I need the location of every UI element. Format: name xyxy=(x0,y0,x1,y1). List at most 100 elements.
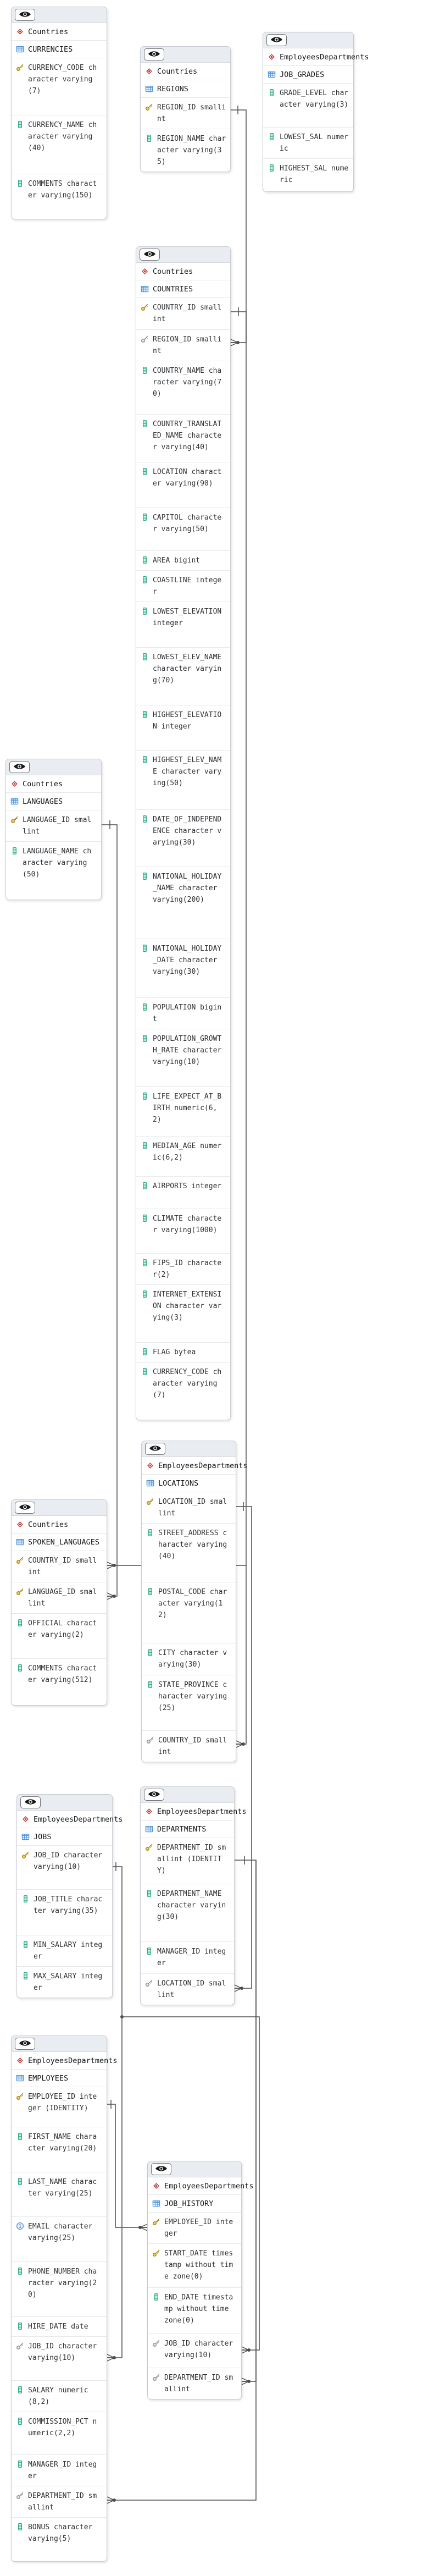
table-name-row: JOBS xyxy=(17,1828,112,1845)
field-text: LOCATION character varying(90) xyxy=(153,466,222,504)
visibility-eye-button[interactable] xyxy=(15,2038,35,2050)
column-icon xyxy=(16,2460,24,2482)
schema-name: Countries xyxy=(23,779,63,788)
table-node-REGIONS[interactable]: Countries REGIONS REGION_ID smallint REG… xyxy=(140,46,231,172)
field-name: POPULATION xyxy=(153,1003,196,1012)
visibility-eye-button[interactable] xyxy=(144,48,164,60)
field-row-JOB_GRADES-GRADE_LEVEL: GRADE_LEVEL character varying(3) xyxy=(263,83,353,127)
field-type: character varying(12) xyxy=(158,1588,227,1619)
visibility-eye-button[interactable] xyxy=(151,2163,171,2175)
table-node-SPOKEN_LANGUAGES[interactable]: Countries SPOKEN_LANGUAGES COUNTRY_ID sm… xyxy=(11,1499,107,1706)
field-type: bigint xyxy=(174,556,201,565)
field-name: CURRENCY_CODE xyxy=(28,64,84,72)
column-icon xyxy=(21,1972,30,1994)
field-row-JOBS-MIN_SALARY: MIN_SALARY integer xyxy=(17,1935,112,1966)
field-name: DEPARTMENT_NAME xyxy=(157,1890,222,1898)
field-text: REGION_ID smallint xyxy=(157,102,227,125)
table-header-bar xyxy=(12,2036,107,2052)
visibility-eye-icon xyxy=(149,1444,162,1454)
field-row-COUNTRIES-NATIONAL_HOLIDAY_DATE: NATIONAL_HOLIDAY_DATE character varying(… xyxy=(136,939,230,997)
visibility-eye-button[interactable] xyxy=(266,34,287,46)
table-node-CURRENCIES[interactable]: Countries CURRENCIES CURRENCY_CODE chara… xyxy=(11,7,107,219)
field-name: AIRPORTS xyxy=(153,1182,187,1190)
field-text: COMMENTS character varying(150) xyxy=(28,178,98,215)
field-name: EMPLOYEE_ID xyxy=(28,2093,76,2101)
visibility-eye-button[interactable] xyxy=(20,1796,41,1808)
relation-COUNTRIES-LOCATIONS xyxy=(231,307,247,1748)
table-node-LOCATIONS[interactable]: EmployeesDepartments LOCATIONS LOCATION_… xyxy=(141,1441,248,1762)
field-name: LOCATION xyxy=(153,468,187,476)
column-icon xyxy=(16,2177,24,2213)
table-node-LANGUAGES[interactable]: Countries LANGUAGES LANGUAGE_ID smallint… xyxy=(5,759,102,900)
visibility-eye-icon xyxy=(270,36,283,45)
field-row-LOCATIONS-COUNTRY_ID: COUNTRY_ID smallint xyxy=(142,1730,236,1762)
field-name: CURRENCY_CODE xyxy=(153,1368,209,1376)
field-row-EMPLOYEES-EMAIL: 1 EMAIL character varying(25) xyxy=(12,2216,107,2261)
table-name: JOB_GRADES xyxy=(280,70,325,79)
field-name: REGION_NAME xyxy=(157,135,205,143)
column-icon xyxy=(10,847,19,896)
column-icon xyxy=(145,1947,153,1970)
visibility-eye-button[interactable] xyxy=(145,1443,165,1455)
visibility-eye-button[interactable] xyxy=(15,9,35,21)
field-row-COUNTRIES-COUNTRY_NAME: COUNTRY_NAME character varying(70) xyxy=(136,361,230,414)
column-icon xyxy=(141,1348,149,1358)
table-node-EMPLOYEES[interactable]: EmployeesDepartments EMPLOYEES EMPLOYEE_… xyxy=(11,2036,118,2562)
field-name: LOCATION_ID xyxy=(157,1979,205,1988)
primary-key-icon xyxy=(145,103,153,125)
schema-diamond-icon xyxy=(145,1807,153,1816)
column-icon xyxy=(141,513,149,547)
field-text: PHONE_NUMBER character varying(20) xyxy=(28,2266,98,2313)
primary-key-icon xyxy=(141,303,149,326)
field-text: JOB_TITLE character varying(35) xyxy=(34,1894,103,1931)
schema-row: EmployeesDepartments xyxy=(17,1811,123,1828)
table-node-JOB_GRADES[interactable]: EmployeesDepartments JOB_GRADES GRADE_LE… xyxy=(263,32,369,192)
schema-name: EmployeesDepartments xyxy=(157,1807,247,1816)
field-list: DEPARTMENT_ID smallint (IDENTITY) DEPART… xyxy=(141,1838,234,2005)
schema-diamond-icon xyxy=(268,53,276,61)
table-node-JOBS[interactable]: EmployeesDepartments JOBS JOB_ID charact… xyxy=(16,1794,123,1998)
field-row-EMPLOYEES-FIRST_NAME: FIRST_NAME character varying(20) xyxy=(12,2127,107,2172)
table-node-COUNTRIES[interactable]: Countries COUNTRIES COUNTRY_ID smallint … xyxy=(136,246,231,1420)
relation-JOBS-EMPLOYEES xyxy=(107,1862,123,2362)
visibility-eye-button[interactable] xyxy=(9,761,30,773)
field-text: CURRENCY_NAME character varying(40) xyxy=(28,119,98,170)
foreign-key-icon xyxy=(16,2342,24,2376)
table-node-DEPARTMENTS[interactable]: EmployeesDepartments DEPARTMENTS DEPARTM… xyxy=(140,1786,247,2005)
field-row-EMPLOYEES-PHONE_NUMBER: PHONE_NUMBER character varying(20) xyxy=(12,2261,107,2316)
field-row-COUNTRIES-COUNTRY_TRANSLATED_NAME: COUNTRY_TRANSLATED_NAME character varyin… xyxy=(136,414,230,462)
field-row-LOCATIONS-STATE_PROVINCE: STATE_PROVINCE character varying(25) xyxy=(142,1675,236,1730)
visibility-eye-button[interactable] xyxy=(144,1789,164,1801)
field-type: numeric(8,2) xyxy=(28,2386,88,2406)
field-text: END_DATE timestamp without time zone(0) xyxy=(164,2292,234,2330)
field-text: NATIONAL_HOLIDAY_NAME character varying(… xyxy=(153,871,222,935)
field-text: FIPS_ID character(2) xyxy=(153,1257,222,1281)
field-text: DEPARTMENT_ID smallint xyxy=(28,2490,98,2513)
field-row-DEPARTMENTS-DEPARTMENT_ID: DEPARTMENT_ID smallint (IDENTITY) xyxy=(141,1838,234,1884)
visibility-eye-button[interactable] xyxy=(15,1502,35,1514)
field-type: character varying(50) xyxy=(153,768,222,787)
table-node-JOB_HISTORY[interactable]: EmployeesDepartments JOB_HISTORY EMPLOYE… xyxy=(147,2161,254,2400)
visibility-eye-button[interactable] xyxy=(140,249,160,261)
column-icon xyxy=(141,366,149,410)
field-type: integer (IDENTITY) xyxy=(28,2093,97,2112)
field-text: EMPLOYEE_ID integer xyxy=(164,2216,234,2239)
field-name: POPULATION_GROWTH_RATE xyxy=(153,1035,222,1055)
field-text: COASTLINE integer xyxy=(153,575,222,598)
relation-LOCATIONS-DEPARTMENTS xyxy=(234,1502,252,1992)
field-row-SPOKEN_LANGUAGES-COUNTRY_ID: COUNTRY_ID smallint xyxy=(12,1551,107,1582)
field-text: AREA bigint xyxy=(153,555,222,566)
field-text: HIGHEST_ELEVATION integer xyxy=(153,709,222,746)
field-type: smallint xyxy=(28,1588,97,1608)
schema-row: EmployeesDepartments xyxy=(12,2052,118,2070)
table-grid-icon xyxy=(268,70,276,79)
relation-LANGUAGES-SPOKEN_LANGUAGES xyxy=(102,820,118,1600)
column-icon xyxy=(16,2267,24,2313)
field-name: LAST_NAME xyxy=(28,2178,67,2186)
field-text: STREET_ADDRESS character varying(40) xyxy=(158,1527,228,1578)
visibility-eye-icon xyxy=(24,1798,37,1807)
field-text: EMPLOYEE_ID integer (IDENTITY) xyxy=(28,2091,98,2123)
field-row-COUNTRIES-DATE_OF_INDEPENDENCE: DATE_OF_INDEPENDENCE character varying(3… xyxy=(136,809,230,867)
field-row-COUNTRIES-POPULATION: POPULATION bigint xyxy=(136,997,230,1029)
field-list: COUNTRY_ID smallint REGION_ID smallint C… xyxy=(136,297,230,1420)
